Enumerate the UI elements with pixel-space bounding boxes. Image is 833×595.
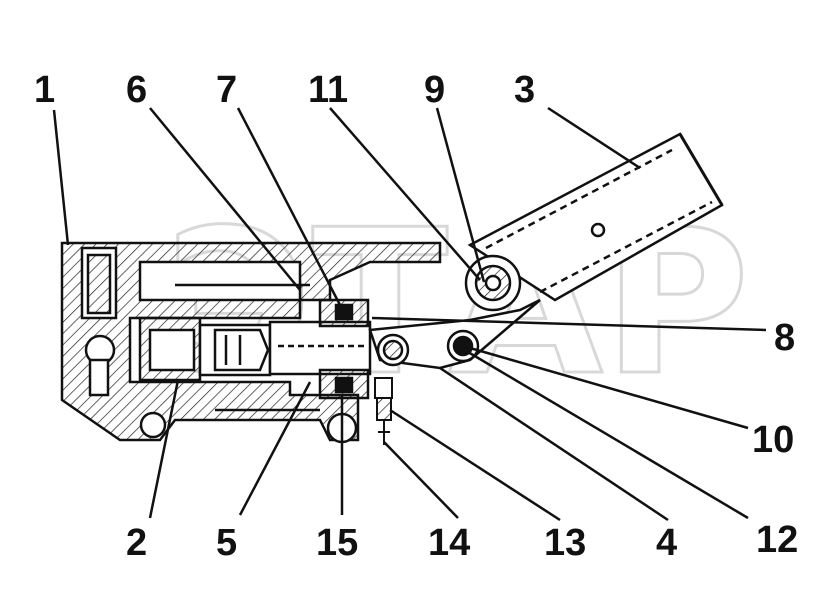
callout-1: 1 — [34, 69, 55, 111]
housing — [60, 241, 442, 444]
piston-rod — [268, 320, 372, 376]
leader-4 — [439, 366, 669, 522]
leader-14 — [383, 441, 459, 519]
callout-12: 12 — [756, 519, 798, 561]
callout-15: 15 — [316, 522, 358, 564]
plunger-assembly — [138, 316, 272, 382]
leader-5 — [238, 381, 312, 516]
callouts: 1 6 7 11 9 3 8 10 2 5 15 14 13 4 12 — [34, 69, 798, 564]
leader-lines — [52, 106, 767, 522]
leader-3 — [547, 106, 641, 170]
drain-fitting — [374, 377, 393, 445]
leader-11 — [329, 107, 481, 281]
callout-4: 4 — [656, 522, 677, 564]
callout-14: 14 — [428, 522, 470, 564]
seal-block — [318, 298, 370, 400]
callout-13: 13 — [544, 522, 586, 564]
leader-2 — [148, 379, 180, 519]
leader-13 — [389, 408, 561, 522]
leader-9 — [435, 107, 486, 283]
leader-8 — [371, 316, 767, 332]
callout-6: 6 — [126, 69, 147, 111]
leader-1 — [52, 109, 70, 246]
callout-11: 11 — [308, 69, 348, 111]
callout-7: 7 — [216, 69, 237, 111]
callout-3: 3 — [514, 69, 535, 111]
callout-5: 5 — [216, 522, 237, 564]
leader-7 — [236, 107, 342, 306]
leader-6 — [149, 107, 301, 291]
leader-10 — [469, 346, 749, 430]
leader-12 — [467, 350, 749, 520]
callout-8: 8 — [774, 317, 795, 359]
callout-10: 10 — [752, 419, 794, 461]
callout-2: 2 — [126, 522, 147, 564]
callout-9: 9 — [424, 69, 445, 111]
